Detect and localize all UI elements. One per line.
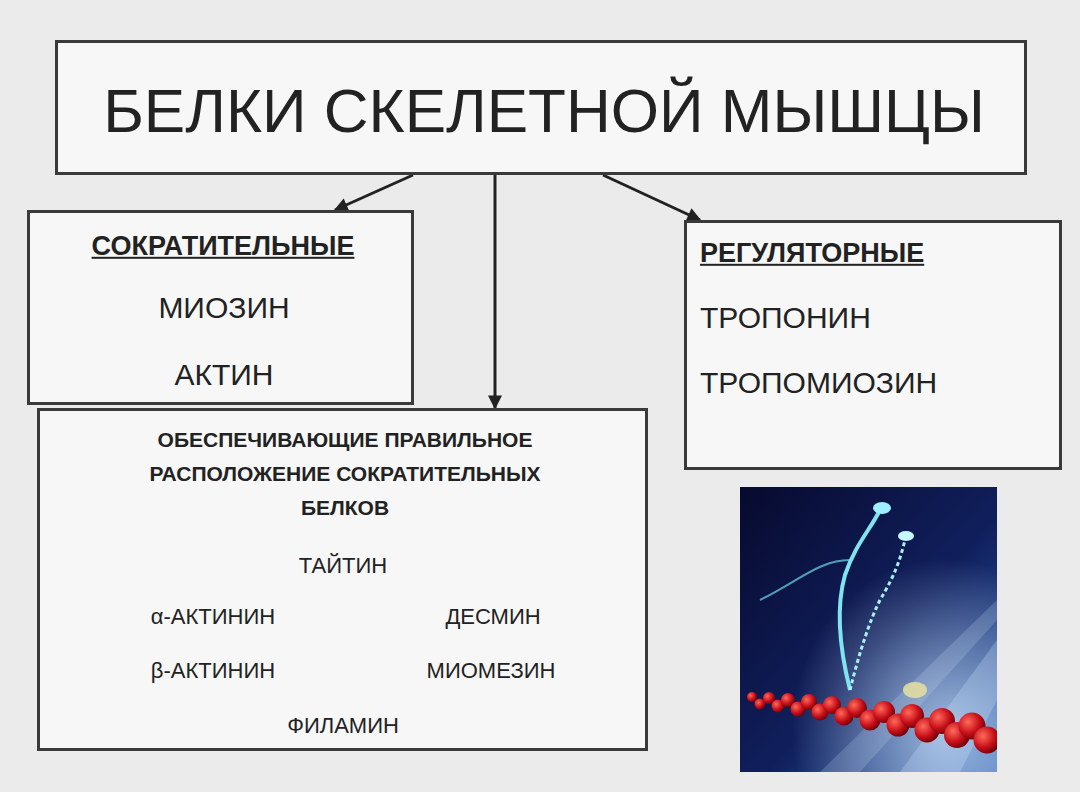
myosin-tail xyxy=(760,560,850,600)
title-box: БЕЛКИ СКЕЛЕТНОЙ МЫШЦЫ xyxy=(55,40,1027,175)
box-heading: РЕГУЛЯТОРНЫЕ xyxy=(700,237,924,269)
panel-glow xyxy=(740,487,997,772)
connector-arrow xyxy=(335,175,413,210)
myosin-head xyxy=(873,502,891,514)
actin-bead xyxy=(747,692,757,702)
connector-arrow xyxy=(494,175,497,408)
protein-name: β-АКТИНИН xyxy=(151,658,275,684)
connector-arrow xyxy=(603,175,700,220)
box-heading: БЕЛКИ СКЕЛЕТНОЙ МЫШЦЫ xyxy=(103,74,985,148)
category-box: СОКРАТИТЕЛЬНЫЕ МИОЗИН АКТИН xyxy=(27,210,414,405)
category-box: РЕГУЛЯТОРНЫЕ ТРОПОНИН ТРОПОМИОЗИН xyxy=(684,220,1062,470)
protein-name: МИОЗИН xyxy=(158,290,289,326)
protein-name: ФИЛАМИН xyxy=(287,713,399,739)
box-heading: ОБЕСПЕЧИВАЮЩИЕ ПРАВИЛЬНОЕ РАСПОЛОЖЕНИЕ С… xyxy=(105,423,585,525)
myosin-neck xyxy=(840,510,880,690)
actin-bead xyxy=(974,727,998,754)
troponin-blob xyxy=(903,682,927,698)
light-beam xyxy=(820,600,997,772)
protein-name: ТРОПОМИОЗИН xyxy=(700,365,937,401)
protein-name: АКТИН xyxy=(174,357,273,393)
category-box: ОБЕСПЕЧИВАЮЩИЕ ПРАВИЛЬНОЕ РАСПОЛОЖЕНИЕ С… xyxy=(37,408,648,751)
panel-ground xyxy=(740,487,997,772)
protein-name: ТРОПОНИН xyxy=(700,300,871,336)
box-heading: СОКРАТИТЕЛЬНЫЕ xyxy=(92,230,355,262)
protein-name: α-АКТИНИН xyxy=(151,604,275,630)
protein-name: ТАЙТИН xyxy=(299,553,387,579)
protein-name: МИОМЕЗИН xyxy=(427,658,556,684)
myosin-head xyxy=(898,531,914,541)
protein-name: ДЕСМИН xyxy=(445,604,540,630)
illustration-panel xyxy=(740,487,997,772)
myosin-neck xyxy=(850,540,905,690)
